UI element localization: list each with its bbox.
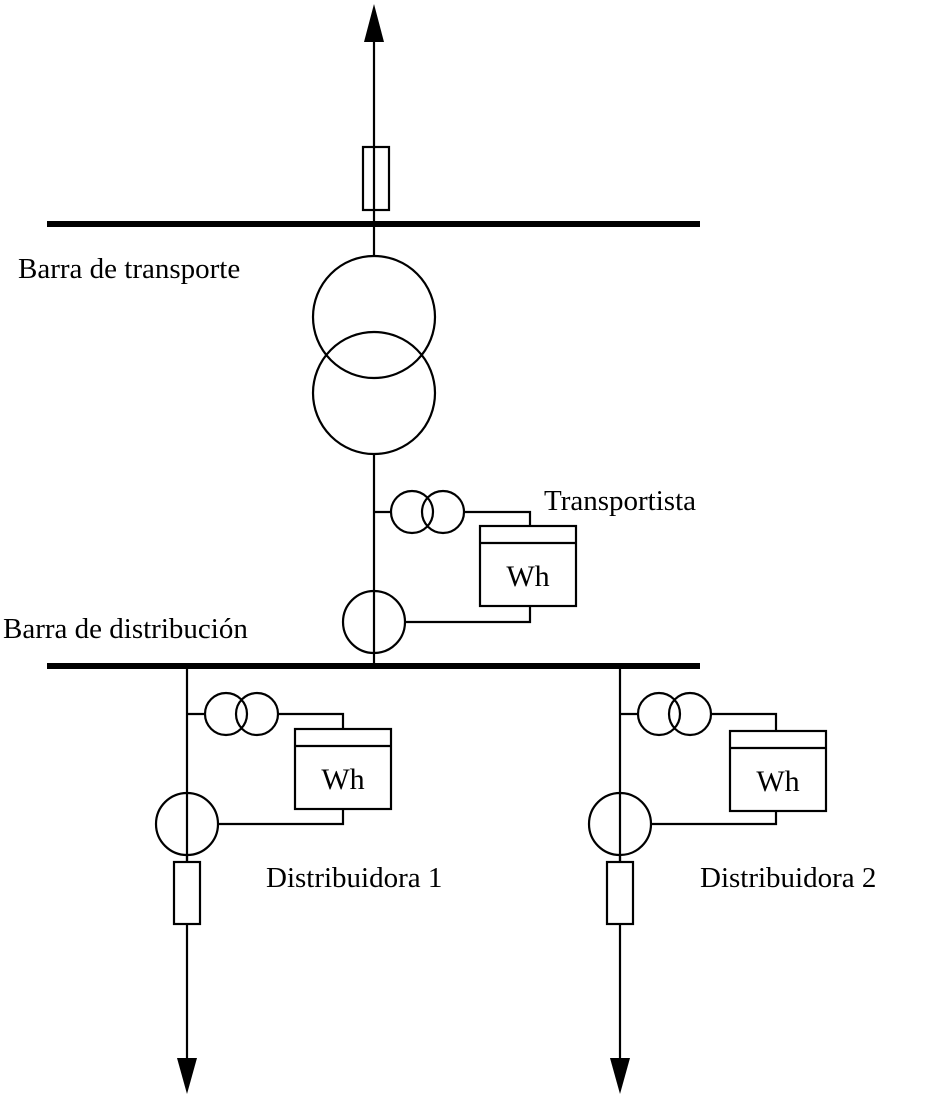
distribuidora-1-label: Distribuidora 1 bbox=[266, 862, 442, 894]
breaker-distribuidora-2 bbox=[605, 860, 635, 926]
vt-winding-b-distribuidora-2 bbox=[667, 691, 713, 737]
ct-lead-distribuidora-2 bbox=[651, 811, 778, 826]
wh-meter-transportista bbox=[478, 524, 578, 608]
transportista-label: Transportista bbox=[544, 485, 696, 517]
wh-meter-label-distribuidora-2: Wh bbox=[756, 765, 799, 798]
feeder-distribuidora-2: Wh bbox=[587, 666, 828, 1094]
distribuidora-2-label: Distribuidora 2 bbox=[700, 862, 876, 894]
transportista-metering: Wh bbox=[341, 489, 578, 655]
vt-winding-b-transportista bbox=[420, 489, 466, 535]
transformer-secondary-winding bbox=[311, 330, 437, 456]
wh-meter-label-distribuidora-1: Wh bbox=[321, 763, 364, 796]
vt-winding-a-distribuidora-2 bbox=[636, 691, 682, 737]
down-arrow-icon bbox=[610, 1058, 630, 1094]
vt-winding-a-transportista bbox=[389, 489, 435, 535]
vt-lead-distribuidora-2 bbox=[711, 712, 778, 731]
vt-lead-distribuidora-1 bbox=[278, 712, 345, 729]
vt-winding-a-distribuidora-1 bbox=[203, 691, 249, 737]
up-arrow-icon bbox=[364, 4, 384, 42]
power-transformer bbox=[311, 224, 437, 666]
ct-lead-transportista bbox=[405, 606, 532, 624]
transport-bus-label: Barra de transporte bbox=[18, 253, 240, 285]
feeder-distribuidora-1: Wh bbox=[154, 666, 393, 1094]
ct-lead-distribuidora-1 bbox=[218, 809, 345, 826]
top-breaker bbox=[361, 145, 391, 212]
vt-lead-transportista bbox=[464, 510, 532, 526]
transformer-primary-winding bbox=[311, 254, 437, 380]
top-feeder bbox=[361, 4, 391, 224]
breaker-distribuidora-1 bbox=[172, 860, 202, 926]
distribution-bus-label: Barra de distribución bbox=[3, 613, 248, 645]
wh-meter-label-transportista: Wh bbox=[506, 560, 549, 593]
vt-winding-b-distribuidora-1 bbox=[234, 691, 280, 737]
down-arrow-icon bbox=[177, 1058, 197, 1094]
wh-meter-distribuidora-2 bbox=[728, 729, 828, 813]
